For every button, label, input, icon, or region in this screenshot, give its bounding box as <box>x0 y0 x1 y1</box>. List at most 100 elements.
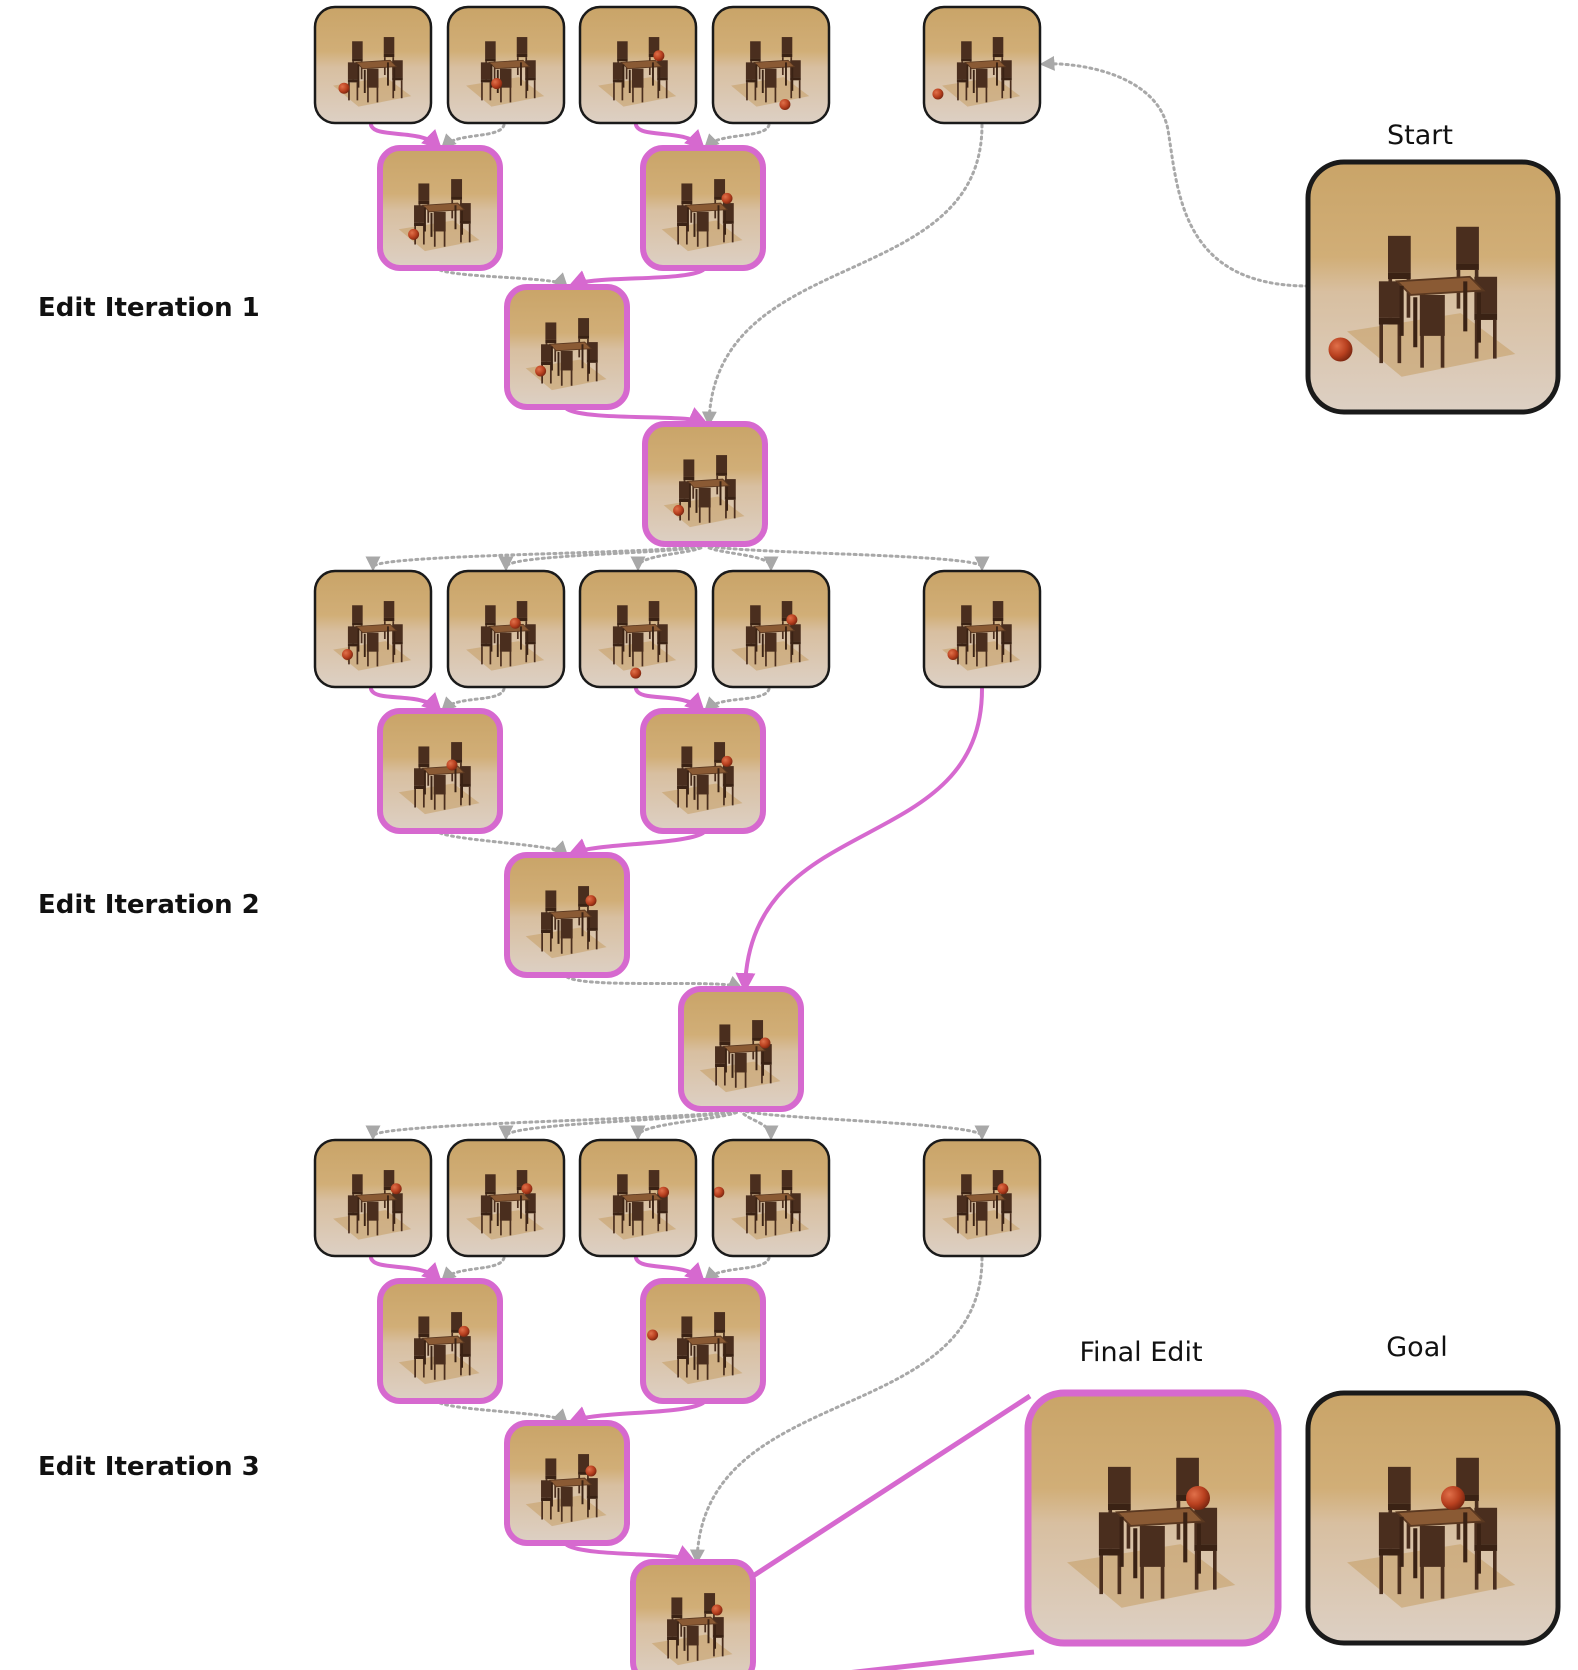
basketball-icon <box>721 192 733 204</box>
iter-3-candidate-3 <box>578 1138 698 1258</box>
thumbnail-border <box>504 284 630 410</box>
thumbnail-border <box>446 569 566 689</box>
iteration-2-label: Edit Iteration 2 <box>38 890 260 920</box>
iter-2-pair-winner-1 <box>377 708 503 834</box>
iter-2-candidate-1 <box>313 569 433 689</box>
thumbnail-border <box>504 1420 630 1546</box>
basketball-icon <box>653 50 665 62</box>
basketball-icon <box>458 1325 470 1337</box>
result-1-extra-link <box>701 123 984 427</box>
zoom-line-bottom <box>851 1649 1035 1670</box>
pair-2-1-lose-link <box>440 687 506 713</box>
pair-2-1-win-link <box>369 687 443 714</box>
thumbnail-border <box>711 5 831 125</box>
result-2-extra-link <box>735 687 984 993</box>
thumbnail-border <box>1024 1389 1282 1647</box>
fanout-3-5 <box>739 1107 990 1141</box>
basketball-icon <box>713 1186 725 1198</box>
iter-1-semifinal <box>504 284 630 410</box>
semi-3-left-link <box>438 1401 569 1425</box>
iter-3-result <box>630 1559 756 1670</box>
basketball-icon <box>585 895 597 907</box>
basketball-icon <box>630 667 642 679</box>
thumbnail-border <box>922 1138 1042 1258</box>
semi-2-right-link <box>567 831 705 857</box>
pair-3-2-lose-link <box>703 1256 771 1283</box>
basketball-icon <box>535 365 547 377</box>
basketball-icon <box>446 759 458 771</box>
start-label: Start <box>1387 120 1453 151</box>
iter-3-semifinal <box>504 1420 630 1546</box>
basketball-icon <box>341 649 353 661</box>
thumbnail-border <box>446 1138 566 1258</box>
iter-1-candidate-1 <box>313 5 433 125</box>
pair-3-1-win-link <box>369 1256 443 1284</box>
fanout-3-1 <box>365 1107 743 1141</box>
iter-3-extra-candidate <box>922 1138 1042 1258</box>
pair-2-2-lose-link <box>703 687 771 713</box>
basketball-icon <box>491 78 503 90</box>
iter-2-candidate-2 <box>446 569 566 689</box>
thumbnail-border <box>377 708 503 834</box>
iteration-3-label: Edit Iteration 3 <box>38 1452 260 1482</box>
pair-2-2-win-link <box>634 687 706 714</box>
iter-1-pair-winner-2 <box>640 145 766 271</box>
fanout-2-5 <box>703 542 990 572</box>
iter-1-candidate-2 <box>446 5 566 125</box>
thumbnail-border <box>1305 159 1561 415</box>
iter-3-candidate-4 <box>711 1138 831 1258</box>
start-link <box>1039 55 1310 288</box>
fanout-2-2 <box>498 542 707 572</box>
iter-1-candidate-4 <box>711 5 831 125</box>
basketball-icon <box>509 617 521 629</box>
thumbnail-border <box>578 569 698 689</box>
basketball-icon <box>658 1186 670 1198</box>
thumbnail-border <box>578 5 698 125</box>
zoom-line-top <box>751 1393 1032 1579</box>
iter-1-candidate-3 <box>578 5 698 125</box>
fanout-3-3 <box>630 1107 743 1141</box>
iter-3-pair-winner-2 <box>640 1278 766 1404</box>
pair-3-2-win-link <box>634 1256 706 1284</box>
thumbnail-border <box>640 708 766 834</box>
basketball-icon <box>338 82 350 94</box>
iter-3-pair-winner-1 <box>377 1278 503 1404</box>
thumbnail-border <box>711 1138 831 1258</box>
fanout-2-1 <box>365 542 707 572</box>
semi-2-left-link <box>438 831 569 857</box>
pair-1-2-lose-link <box>703 123 771 150</box>
iter-2-pair-winner-2 <box>640 708 766 834</box>
pair-1-2-win-link <box>634 123 706 151</box>
basketball-icon <box>1441 1486 1465 1510</box>
final-edit-scene <box>1024 1389 1282 1647</box>
semi-1-right-link <box>567 268 705 289</box>
pair-1-1-lose-link <box>440 123 506 150</box>
iter-2-candidate-3 <box>578 569 698 689</box>
final-edit-label: Final Edit <box>1079 1337 1203 1368</box>
basketball-icon <box>585 1465 597 1477</box>
basketball-icon <box>932 88 944 100</box>
semi-1-left-link <box>438 268 569 289</box>
thumbnail-border <box>578 1138 698 1258</box>
basketball-icon <box>1328 337 1353 362</box>
thumbnail-border <box>313 5 433 125</box>
basketball-icon <box>673 504 685 516</box>
thumbnail-border <box>922 5 1042 125</box>
basketball-icon <box>721 755 733 767</box>
pair-3-1-lose-link <box>440 1256 506 1283</box>
basketball-icon <box>779 98 791 110</box>
thumbnail-border <box>446 5 566 125</box>
thumbnail-border <box>640 1278 766 1404</box>
thumbnails-layer <box>313 5 1561 1670</box>
basketball-icon <box>521 1183 533 1195</box>
basketball-icon <box>786 614 798 626</box>
iter-2-semifinal <box>504 852 630 978</box>
thumbnail-border <box>377 1278 503 1404</box>
start-scene <box>1305 159 1561 415</box>
thumbnail-border <box>711 569 831 689</box>
iter-3-candidate-1 <box>313 1138 433 1258</box>
basketball-icon <box>408 228 420 240</box>
thumbnail-border <box>313 569 433 689</box>
thumbnail-border <box>630 1559 756 1670</box>
